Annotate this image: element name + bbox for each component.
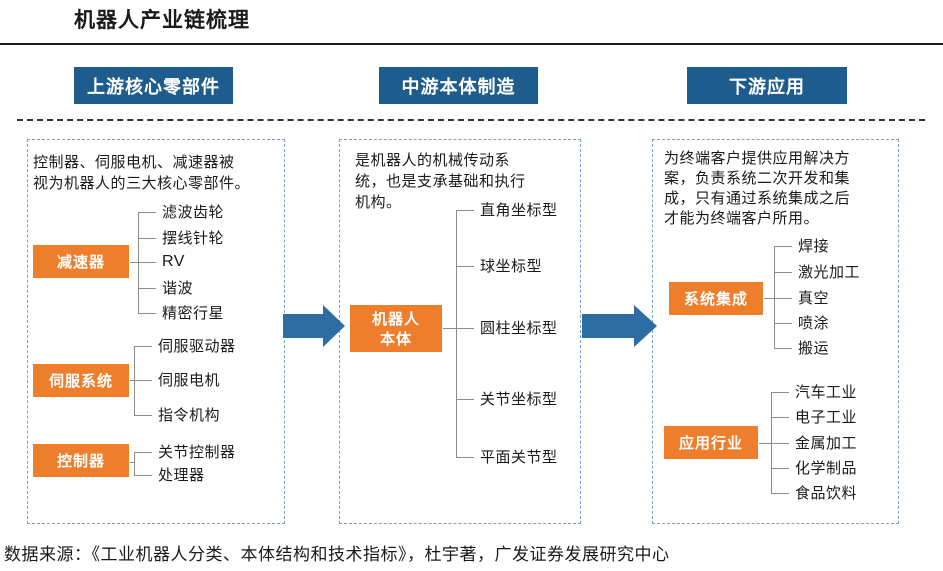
upstream-description: 控制器、伺服电机、减速器被 视为机器人的三大核心零部件。 (33, 152, 250, 194)
connector (134, 380, 152, 381)
midstream-panel (339, 139, 581, 524)
connector (771, 443, 789, 444)
list-item: 汽车工业 (795, 383, 858, 401)
list-item: 化学制品 (795, 459, 858, 477)
connector (759, 443, 771, 444)
list-item: 搬运 (798, 339, 830, 357)
list-item: 关节坐标型 (480, 390, 558, 408)
group-box-reducer: 减速器 (32, 244, 130, 279)
midstream-header: 中游本体制造 (379, 67, 538, 104)
list-item: 精密行星 (162, 304, 225, 322)
connector (456, 399, 474, 400)
list-item: 处理器 (158, 466, 205, 484)
downstream-description-line: 案，负责系统二次开发和集 (664, 169, 851, 187)
connector (771, 468, 789, 469)
group-box-label-line: 机器人 (371, 309, 420, 328)
connector (771, 392, 789, 393)
downstream-description-line: 才能为终端客户所用。 (664, 209, 820, 227)
group-box-system-integration: 系统集成 (668, 281, 764, 316)
connector (138, 238, 156, 239)
bracket (456, 210, 457, 457)
list-item: 圆柱坐标型 (480, 319, 558, 337)
midstream-description-line: 机构。 (355, 193, 402, 211)
list-item: 喷涂 (798, 314, 830, 332)
list-item: 食品饮料 (795, 484, 858, 502)
connector (134, 452, 152, 453)
bracket (138, 212, 139, 314)
connector (130, 380, 134, 381)
connector (130, 262, 138, 263)
connector (134, 346, 152, 347)
list-item: 关节控制器 (158, 443, 236, 461)
upstream-description-line: 控制器、伺服电机、减速器被 (33, 153, 235, 171)
connector (456, 210, 474, 211)
connector (774, 272, 792, 273)
connector (138, 288, 156, 289)
list-item: 谐波 (162, 279, 194, 297)
connector (774, 246, 792, 247)
upstream-description-line: 视为机器人的三大核心零部件。 (33, 174, 251, 192)
midstream-description-line: 是机器人的机械传动系 (355, 151, 511, 169)
list-item: 伺服驱动器 (158, 337, 236, 355)
connector (456, 328, 474, 329)
connector (138, 313, 156, 314)
arrow-midstream-to-downstream (582, 305, 657, 347)
group-box-controller: 控制器 (32, 443, 130, 478)
list-item: 直角坐标型 (480, 201, 558, 219)
group-box-application-industries: 应用行业 (663, 425, 759, 460)
list-item: 焊接 (798, 237, 830, 255)
midstream-description-line: 统，也是支承基础和执行 (355, 172, 526, 190)
upstream-header: 上游核心零部件 (74, 67, 233, 104)
page-title: 机器人产业链梳理 (74, 8, 250, 32)
list-item: 球坐标型 (480, 257, 543, 275)
title-divider (0, 43, 943, 45)
connector (138, 212, 156, 213)
list-item: 真空 (798, 289, 830, 307)
section-divider (17, 119, 925, 121)
downstream-header: 下游应用 (687, 67, 847, 104)
downstream-description-line: 成，只有通过系统集成之后 (664, 189, 851, 207)
list-item: 平面关节型 (480, 448, 558, 466)
bracket (774, 246, 775, 348)
downstream-panel (652, 139, 899, 524)
connector (774, 348, 792, 349)
group-box-robot-body: 机器人 本体 (349, 304, 443, 353)
bracket (134, 452, 135, 475)
connector (443, 328, 456, 329)
group-box-label-line: 本体 (379, 329, 412, 348)
connector (771, 493, 789, 494)
list-item: 伺服电机 (158, 371, 221, 389)
downstream-description: 为终端客户提供应用解决方 案，负责系统二次开发和集 成，只有通过系统集成之后 才… (664, 148, 850, 228)
source-note: 数据来源：《工业机器人分类、本体结构和技术指标》，杜宇著，广发证券发展研究中心 (4, 545, 670, 565)
bracket (771, 392, 772, 493)
midstream-description: 是机器人的机械传动系 统，也是支承基础和执行 机构。 (355, 150, 526, 213)
list-item: 指令机构 (158, 406, 221, 424)
arrow-upstream-to-midstream (283, 305, 345, 347)
connector (456, 266, 474, 267)
group-box-servo-system: 伺服系统 (32, 363, 130, 398)
list-item: 滤波齿轮 (162, 203, 225, 221)
connector (774, 323, 792, 324)
connector (134, 415, 152, 416)
downstream-description-line: 为终端客户提供应用解决方 (664, 149, 851, 167)
connector (138, 262, 156, 263)
connector (771, 417, 789, 418)
list-item: 激光加工 (798, 263, 861, 281)
list-item: RV (162, 253, 185, 270)
list-item: 金属加工 (795, 434, 858, 452)
list-item: 摆线针轮 (162, 229, 225, 247)
connector (456, 457, 474, 458)
list-item: 电子工业 (795, 408, 858, 426)
connector (764, 298, 774, 299)
connector (134, 475, 152, 476)
connector (130, 462, 134, 463)
connector (774, 298, 792, 299)
